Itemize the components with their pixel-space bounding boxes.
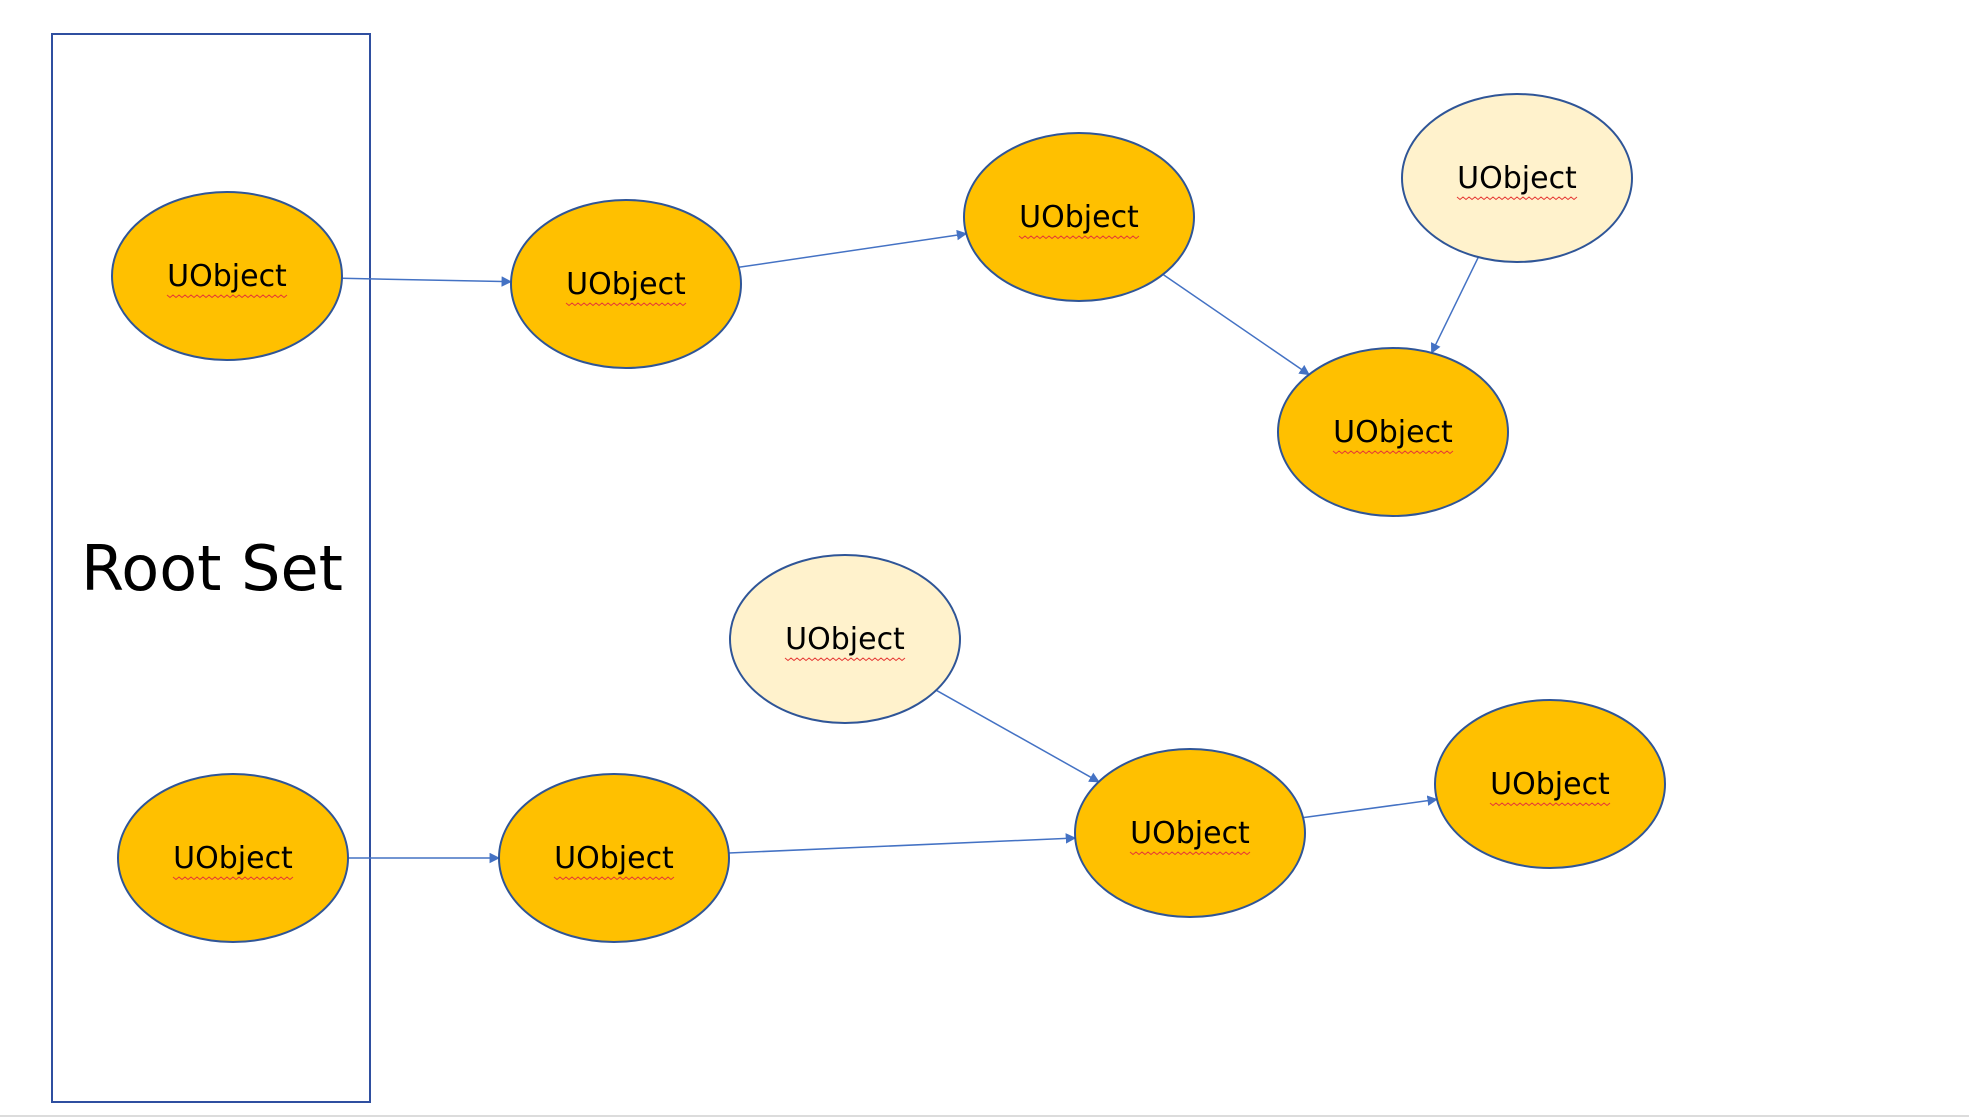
- node-label: UObject: [1490, 767, 1610, 802]
- edges-layer: [341, 229, 1480, 864]
- spellcheck-underline: [565, 302, 687, 307]
- reference-arrow-n9-to-n10: [1302, 795, 1438, 819]
- reachable-uobject-node: UObject: [510, 199, 742, 369]
- unreachable-uobject-node: UObject: [729, 554, 961, 724]
- spellcheck-underline: [166, 294, 288, 299]
- node-label: UObject: [554, 841, 674, 876]
- root-set-box: [51, 33, 371, 1103]
- node-label: UObject: [1130, 816, 1250, 851]
- root-set-label: Root Set: [81, 532, 343, 605]
- reference-arrow-n7-to-n9: [728, 833, 1077, 854]
- node-ellipse: [510, 199, 742, 369]
- node-ellipse: [1434, 699, 1666, 869]
- reachable-uobject-node: UObject: [498, 773, 730, 943]
- spellcheck-underline: [172, 876, 294, 881]
- node-ellipse: [498, 773, 730, 943]
- node-label: UObject: [566, 267, 686, 302]
- reachable-uobject-node: UObject: [963, 132, 1195, 302]
- node-label: UObject: [167, 259, 287, 294]
- node-label: UObject: [1457, 161, 1577, 196]
- reachable-uobject-node: UObject: [117, 773, 349, 943]
- spellcheck-underline: [1129, 851, 1251, 856]
- spellcheck-underline: [1332, 450, 1454, 455]
- reference-arrow-n1-to-n2: [341, 276, 513, 287]
- node-ellipse: [963, 132, 1195, 302]
- reference-arrow-n8-to-n9: [935, 689, 1100, 783]
- node-ellipse: [1401, 93, 1633, 263]
- node-label: UObject: [1019, 200, 1139, 235]
- reference-arrow-n2-to-n3: [738, 229, 968, 269]
- node-label: UObject: [1333, 415, 1453, 450]
- reachable-uobject-node: UObject: [1277, 347, 1509, 517]
- node-ellipse: [729, 554, 961, 724]
- spellcheck-underline: [1456, 196, 1578, 201]
- spellcheck-underline: [1489, 802, 1611, 807]
- bottom-divider: [0, 1115, 1969, 1117]
- node-ellipse: [117, 773, 349, 943]
- node-ellipse: [1277, 347, 1509, 517]
- node-label: UObject: [173, 841, 293, 876]
- spellcheck-underline: [1018, 235, 1140, 240]
- reference-arrow-n4-to-n5: [1430, 256, 1480, 354]
- spellcheck-underline: [553, 876, 675, 881]
- node-ellipse: [111, 191, 343, 361]
- reachable-uobject-node: UObject: [1074, 748, 1306, 918]
- unreachable-uobject-node: UObject: [1401, 93, 1633, 263]
- node-ellipse: [1074, 748, 1306, 918]
- reachable-uobject-node: UObject: [1434, 699, 1666, 869]
- reachable-uobject-node: UObject: [111, 191, 343, 361]
- node-label: UObject: [785, 622, 905, 657]
- reference-arrow-n3-to-n5: [1162, 273, 1310, 376]
- spellcheck-underline: [784, 657, 906, 662]
